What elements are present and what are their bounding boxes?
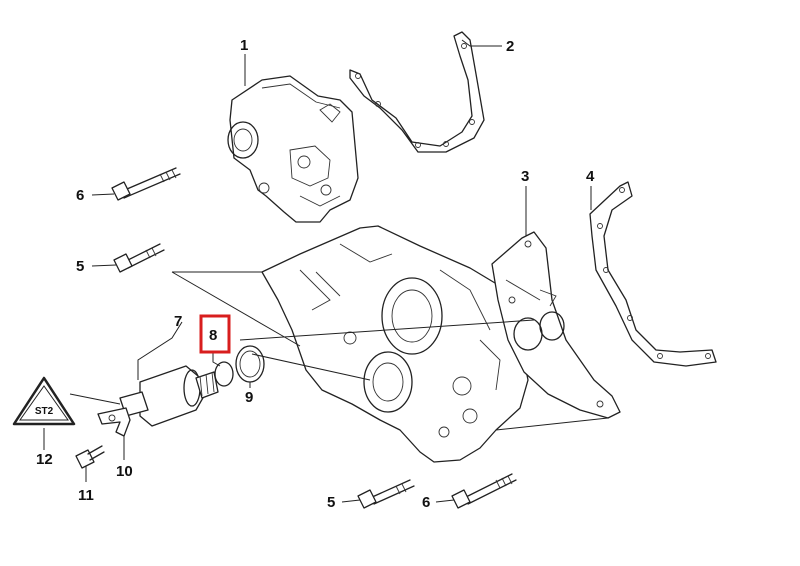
callouts: 1 2 3 4 5 6 7 8 9 10 11 12 5 6 [36, 37, 595, 511]
bolt-6-lower [451, 473, 517, 509]
callout-5-upper: 5 [76, 258, 84, 275]
bolt-6-upper [111, 167, 181, 201]
callout-10: 10 [116, 463, 133, 480]
callout-6-lower: 6 [422, 494, 430, 511]
upper-timing-cover [227, 75, 359, 223]
bolt-5-lower [357, 479, 415, 509]
o-ring-small [214, 361, 234, 387]
callout-2: 2 [506, 38, 514, 55]
bolt-5-upper [113, 243, 165, 273]
warning-triangle-icon: ST2 [12, 376, 76, 426]
solenoid-valve [119, 365, 219, 427]
callout-1: 1 [240, 37, 248, 54]
seal-ring [235, 345, 265, 383]
right-gasket [589, 181, 717, 367]
callout-3: 3 [521, 168, 529, 185]
right-cover-plate [491, 231, 621, 419]
bracket [97, 407, 131, 437]
callout-11: 11 [78, 487, 94, 504]
screw [75, 445, 105, 469]
lower-timing-cover [261, 225, 529, 463]
symbol-text: ST2 [35, 406, 54, 417]
callout-7: 7 [174, 313, 182, 330]
callout-4: 4 [586, 168, 595, 185]
callout-5-lower: 5 [327, 494, 335, 511]
highlight-box [199, 314, 231, 354]
callout-12: 12 [36, 451, 53, 468]
callout-9: 9 [245, 389, 253, 406]
upper-gasket [349, 31, 485, 153]
callout-6-upper: 6 [76, 187, 84, 204]
leader-lines [43, 39, 609, 503]
callout-8: 8 [209, 327, 217, 344]
